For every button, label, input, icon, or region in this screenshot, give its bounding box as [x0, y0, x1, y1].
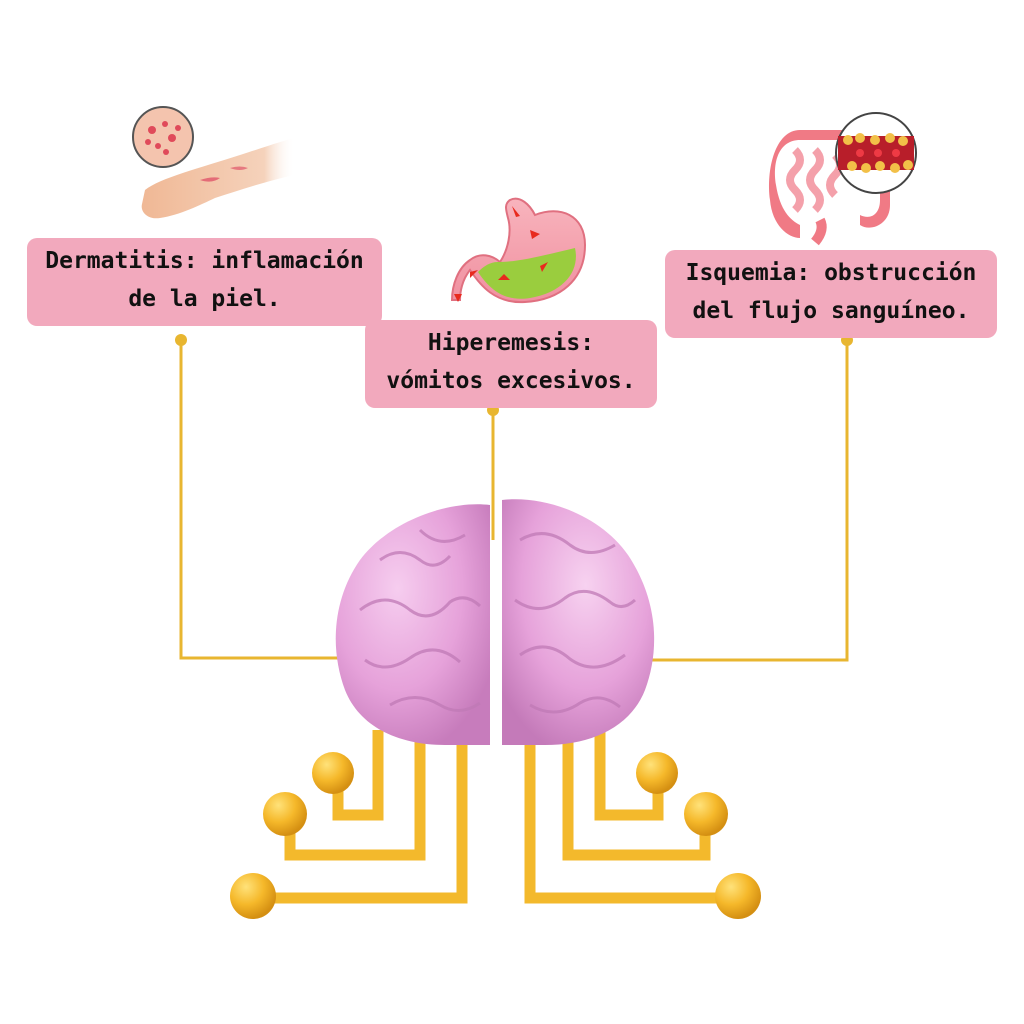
- dermatitis-label-line2: de la piel.: [128, 286, 281, 312]
- dermatitis-label-line1: Dermatitis: inflamación: [45, 248, 364, 274]
- isquemia-label-line1: Isquemia: obstrucción: [685, 260, 977, 286]
- skin-rash-arm-icon: [132, 106, 295, 219]
- hiperemesis-label: Hiperemesis: vómitos excesivos.: [365, 320, 657, 408]
- stomach-reflux-icon: [450, 197, 587, 304]
- connector-derm-dot: [175, 334, 187, 346]
- intestine-blocked-artery-icon: [769, 112, 917, 246]
- connector-isq: [650, 340, 849, 662]
- hiperemesis-label-line1: Hiperemesis:: [427, 330, 595, 356]
- hiperemesis-label-line2: vómitos excesivos.: [386, 368, 636, 394]
- isquemia-label-line2: del flujo sanguíneo.: [692, 298, 970, 324]
- isquemia-label: Isquemia: obstrucción del flujo sanguíne…: [665, 250, 997, 338]
- connector-derm: [179, 340, 340, 660]
- circuit-nodes: [230, 752, 761, 919]
- brain-icon: [335, 499, 655, 745]
- dermatitis-label: Dermatitis: inflamación de la piel.: [27, 238, 382, 326]
